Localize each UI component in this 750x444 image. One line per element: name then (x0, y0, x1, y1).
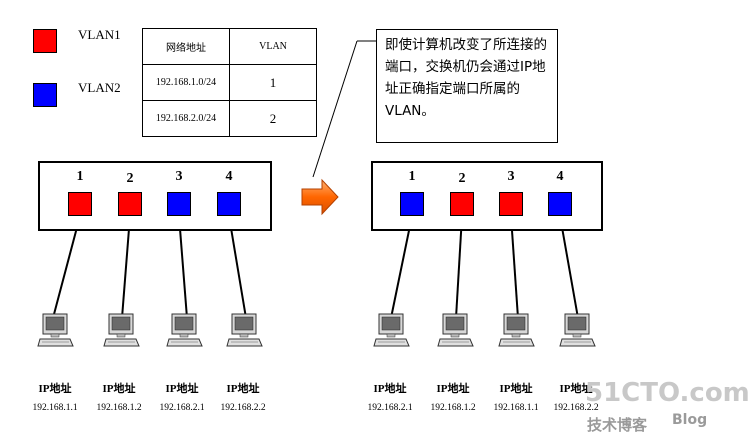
pc-ip: 192.168.2.2 (220, 403, 266, 413)
computer-icon (37, 313, 74, 347)
cable (52, 215, 81, 319)
switch-port (450, 192, 474, 216)
pc-ip: 192.168.1.1 (493, 403, 539, 413)
pc-label: IP地址 (436, 383, 470, 395)
pc-label: IP地址 (38, 383, 72, 395)
pc-label: IP地址 (226, 383, 260, 395)
computer-icon (437, 313, 474, 347)
transition-arrow-icon (301, 178, 339, 216)
port-number: 4 (556, 169, 564, 184)
port-number: 2 (126, 171, 134, 186)
watermark-subtitle: 技术博客 (587, 416, 648, 434)
switch-port (400, 192, 424, 216)
cable (390, 215, 413, 319)
callout-line (312, 40, 358, 178)
switch-port (167, 192, 191, 216)
cable (510, 215, 519, 319)
switch-port (68, 192, 92, 216)
legend-label-vlan1: VLAN1 (78, 27, 121, 42)
cable (121, 215, 131, 319)
watermark-blog: Blog (672, 412, 708, 428)
table-cell: 1 (229, 64, 317, 101)
switch-port (499, 192, 523, 216)
pc-ip: 192.168.1.2 (96, 403, 142, 413)
port-number: 3 (175, 169, 183, 184)
pc-ip: 192.168.2.1 (159, 403, 205, 413)
pc-label: IP地址 (165, 383, 199, 395)
table-row: 192.168.1.0/24 1 (142, 64, 317, 101)
computer-icon (373, 313, 410, 347)
pc-label: IP地址 (102, 383, 136, 395)
computer-icon (226, 313, 263, 347)
explanation-note: 即使计算机改变了所连接的端口，交换机仍会通过IP地址正确指定端口所属的VLAN。 (376, 29, 558, 143)
computer-icon (166, 313, 203, 347)
table-cell: 2 (229, 100, 317, 137)
switch-port (217, 192, 241, 216)
port-number: 1 (408, 169, 416, 184)
switch-port (548, 192, 572, 216)
pc-ip: 192.168.2.1 (367, 403, 413, 413)
connection-lines (52, 40, 579, 319)
pc-ip: 192.168.1.1 (32, 403, 78, 413)
legend-swatch-vlan1 (33, 29, 57, 53)
computer-icon (498, 313, 535, 347)
cable (228, 215, 247, 319)
table-cell: 192.168.2.0/24 (142, 100, 230, 137)
watermark-logo: 51CTO.com (585, 378, 750, 408)
port-number: 4 (225, 169, 233, 184)
computer-icon (559, 313, 596, 347)
port-number: 3 (507, 169, 515, 184)
computer-icon (103, 313, 140, 347)
legend-swatch-vlan2 (33, 83, 57, 107)
pc-ip: 192.168.1.2 (430, 403, 476, 413)
pc-label: IP地址 (559, 383, 593, 395)
pc-ip: 192.168.2.2 (553, 403, 599, 413)
cable (559, 215, 579, 319)
vlan-mapping-table: 网络地址 VLAN 192.168.1.0/24 1 192.168.2.0/2… (142, 28, 317, 137)
port-number: 1 (76, 169, 84, 184)
legend-label-vlan2: VLAN2 (78, 80, 121, 95)
switch-port (118, 192, 142, 216)
table-row: 192.168.2.0/24 2 (142, 100, 317, 137)
cable (455, 215, 463, 319)
pc-label: IP地址 (373, 383, 407, 395)
pc-label: IP地址 (499, 383, 533, 395)
port-number: 2 (458, 171, 466, 186)
cable (178, 215, 188, 319)
